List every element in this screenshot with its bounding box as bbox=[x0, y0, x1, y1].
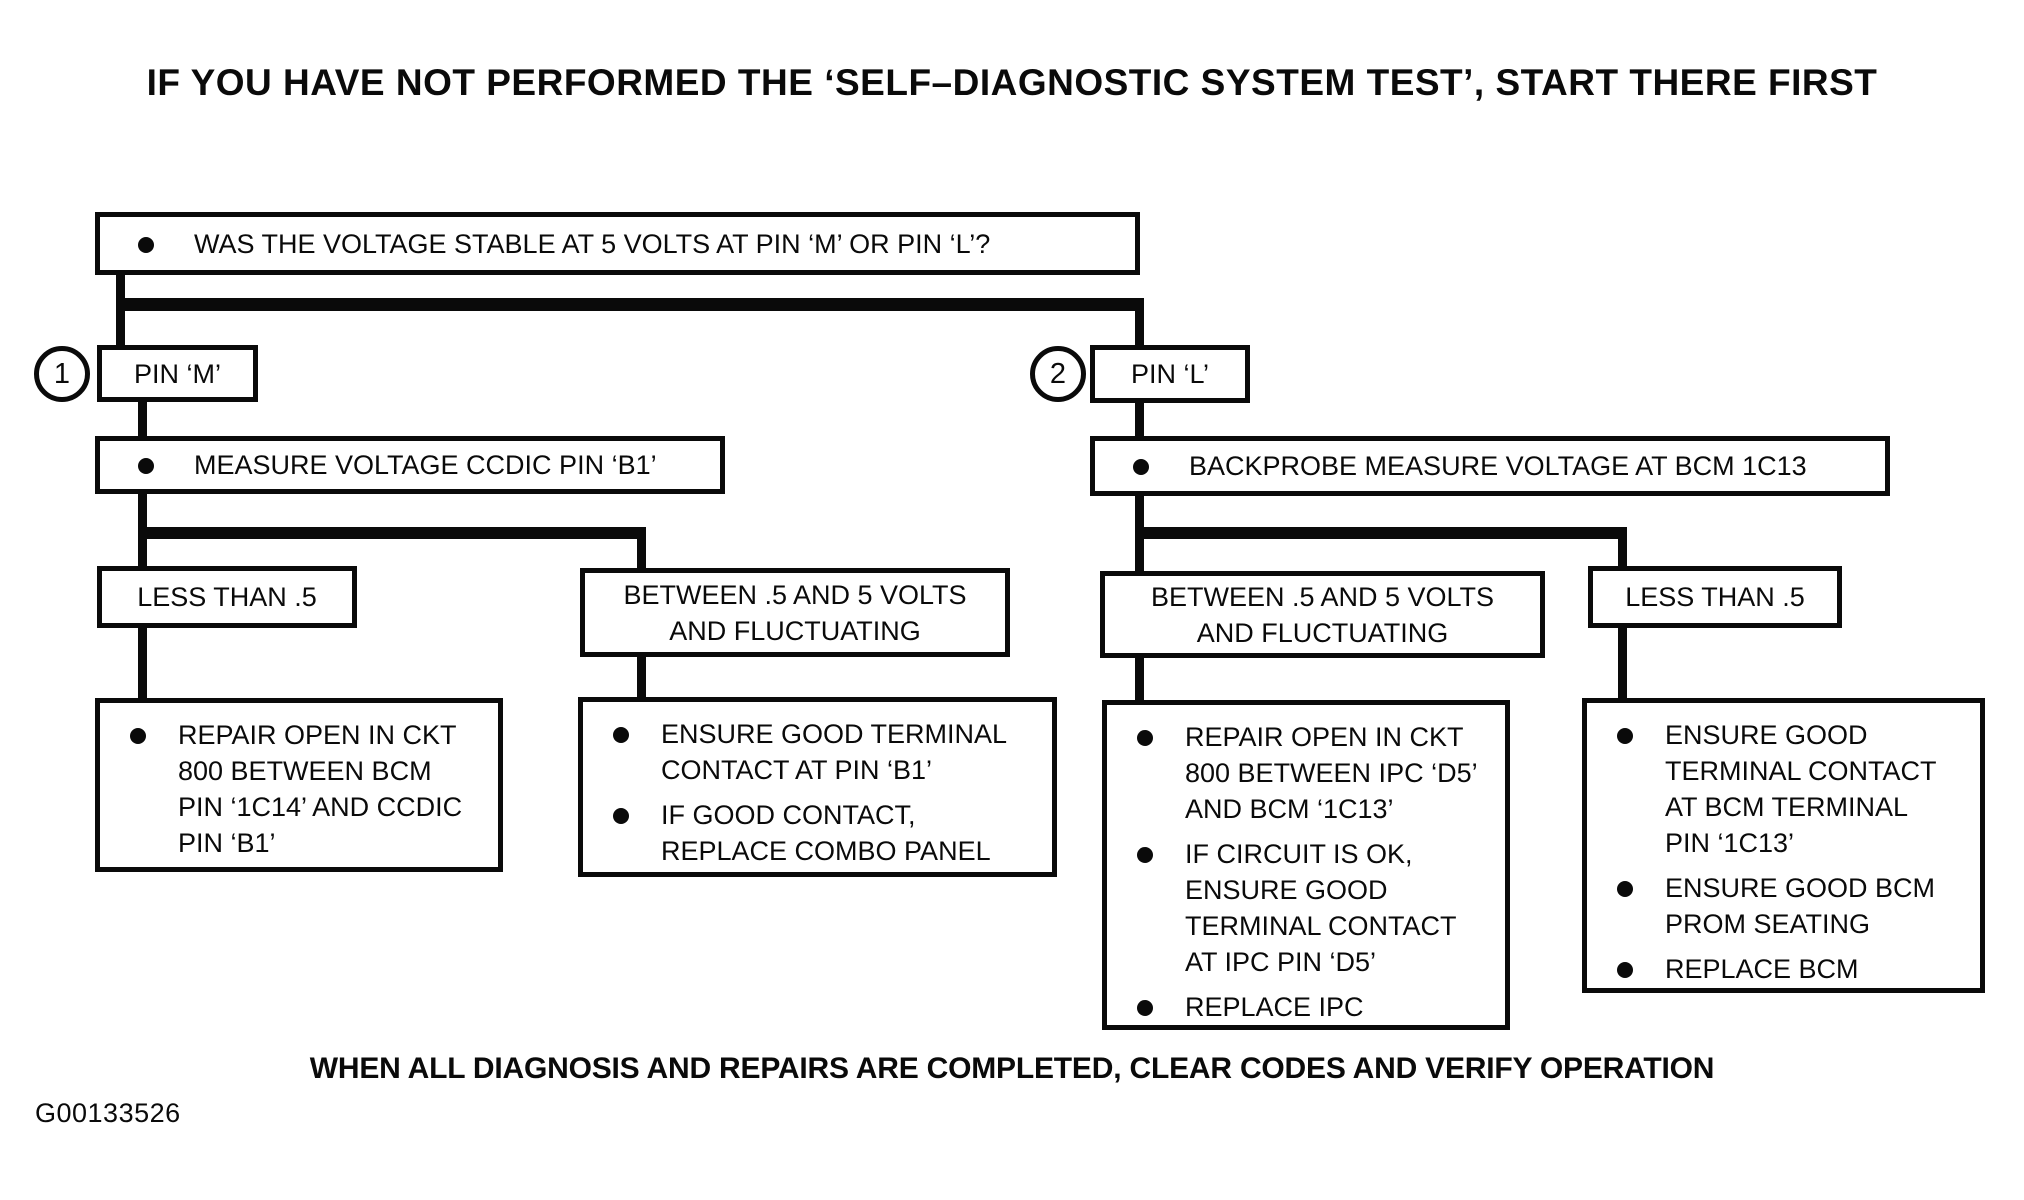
page-title: IF YOU HAVE NOT PERFORMED THE ‘SELF–DIAG… bbox=[146, 62, 1878, 103]
branch2-pin-box: PIN ‘L’ bbox=[1090, 345, 1250, 403]
bullet-icon bbox=[1137, 1000, 1153, 1016]
branch1-action-ensure-box: ENSURE GOOD TERMINAL CONTACT AT PIN ‘B1’… bbox=[578, 697, 1057, 877]
connector-lessthan-right-stem bbox=[1618, 537, 1627, 569]
connector-lessthan-left-down bbox=[138, 626, 147, 702]
bullet-icon bbox=[613, 808, 629, 824]
branch2-step-box: BACKPROBE MEASURE VOLTAGE AT BCM 1C13 bbox=[1090, 436, 1890, 496]
bullet-icon bbox=[1137, 847, 1153, 863]
root-question-box: WAS THE VOLTAGE STABLE AT 5 VOLTS AT PIN… bbox=[95, 212, 1140, 275]
figure-id: G00133526 bbox=[35, 1098, 181, 1128]
action-text: ENSURE GOOD TERMINAL CONTACT AT PIN ‘B1’ bbox=[661, 719, 1007, 785]
bullet-icon bbox=[1617, 881, 1633, 897]
condition-text: LESS THAN .5 bbox=[137, 582, 317, 612]
connector-root-stem bbox=[116, 273, 125, 350]
action-text: IF CIRCUIT IS OK, ENSURE GOOD TERMINAL C… bbox=[1185, 839, 1457, 977]
condition-text: BETWEEN .5 AND 5 VOLTS AND FLUCTUATING bbox=[1150, 581, 1495, 648]
connector-left-branch-horizontal bbox=[138, 527, 646, 539]
branch2-condition-lessthan-box: LESS THAN .5 bbox=[1588, 566, 1842, 628]
action-text: ENSURE GOOD TERMINAL CONTACT AT BCM TERM… bbox=[1665, 720, 1937, 858]
connector-pin-m-stem-bottom bbox=[138, 399, 147, 441]
connector-between-left-stem bbox=[637, 537, 646, 575]
branch1-pin-box: PIN ‘M’ bbox=[97, 345, 258, 402]
action-text: IF GOOD CONTACT, REPLACE COMBO PANEL bbox=[661, 800, 991, 866]
branch1-condition-between-box: BETWEEN .5 AND 5 VOLTS AND FLUCTUATING bbox=[580, 568, 1010, 657]
branch1-condition-lessthan-box: LESS THAN .5 bbox=[97, 566, 357, 628]
branch2-action-repair-box: REPAIR OPEN IN CKT 800 BETWEEN IPC ‘D5’ … bbox=[1102, 700, 1510, 1030]
bullet-icon bbox=[138, 236, 154, 253]
bullet-icon bbox=[138, 458, 154, 474]
connector-between-right-down bbox=[1135, 655, 1144, 703]
branch1-pin-label: PIN ‘M’ bbox=[134, 358, 221, 389]
condition-text: LESS THAN .5 bbox=[1625, 582, 1805, 612]
action-text: REPLACE BCM bbox=[1665, 954, 1859, 984]
branch1-number: 1 bbox=[53, 357, 71, 390]
branch2-number-badge: 2 bbox=[1030, 346, 1086, 402]
branch1-step-text: MEASURE VOLTAGE CCDIC PIN ‘B1’ bbox=[194, 450, 657, 480]
bullet-icon bbox=[1133, 459, 1149, 475]
connector-branch-horizontal bbox=[116, 298, 1144, 311]
connector-pin-l-stem-bottom bbox=[1135, 399, 1144, 441]
bullet-icon bbox=[1617, 728, 1633, 744]
action-text: REPAIR OPEN IN CKT 800 BETWEEN IPC ‘D5’ … bbox=[1185, 722, 1477, 824]
action-text: REPLACE IPC bbox=[1185, 992, 1364, 1022]
bullet-icon bbox=[1617, 962, 1633, 978]
branch1-action-repair-box: REPAIR OPEN IN CKT 800 BETWEEN BCM PIN ‘… bbox=[95, 698, 503, 872]
branch2-condition-between-box: BETWEEN .5 AND 5 VOLTS AND FLUCTUATING bbox=[1100, 571, 1545, 658]
branch2-action-ensure-box: ENSURE GOOD TERMINAL CONTACT AT BCM TERM… bbox=[1582, 698, 1985, 993]
branch2-number: 2 bbox=[1049, 357, 1067, 390]
branch2-pin-label: PIN ‘L’ bbox=[1130, 359, 1210, 389]
connector-right-branch-horizontal bbox=[1135, 527, 1627, 539]
branch2-step-text: BACKPROBE MEASURE VOLTAGE AT BCM 1C13 bbox=[1189, 451, 1807, 481]
completion-note: WHEN ALL DIAGNOSIS AND REPAIRS ARE COMPL… bbox=[309, 1052, 1715, 1085]
connector-lessthan-right-down bbox=[1618, 626, 1627, 702]
action-text: ENSURE GOOD BCM PROM SEATING bbox=[1665, 873, 1936, 939]
branch1-step-box: MEASURE VOLTAGE CCDIC PIN ‘B1’ bbox=[95, 436, 725, 494]
action-text: REPAIR OPEN IN CKT 800 BETWEEN BCM PIN ‘… bbox=[178, 720, 463, 858]
bullet-icon bbox=[1137, 730, 1153, 746]
bullet-icon bbox=[613, 727, 629, 743]
connector-pin-l-stem-top bbox=[1135, 309, 1144, 349]
branch1-number-badge: 1 bbox=[34, 346, 90, 402]
condition-text: BETWEEN .5 AND 5 VOLTS AND FLUCTUATING bbox=[623, 579, 967, 646]
root-question-text: WAS THE VOLTAGE STABLE AT 5 VOLTS AT PIN… bbox=[194, 228, 991, 259]
connector-between-left-down bbox=[637, 655, 646, 701]
bullet-icon bbox=[130, 728, 146, 744]
